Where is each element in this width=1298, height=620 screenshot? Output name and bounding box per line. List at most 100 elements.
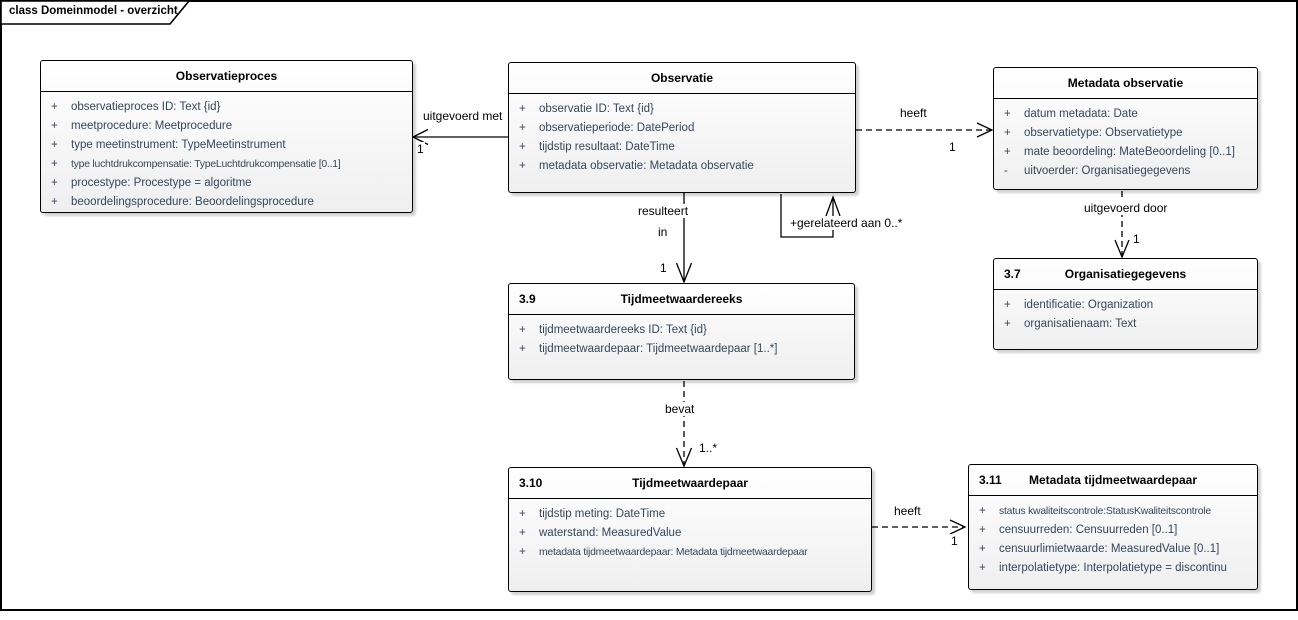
- attribute-text: procestype: Procestype = algoritme: [71, 177, 252, 189]
- attribute: + observatie ID: Text {id}: [509, 100, 855, 119]
- visibility-symbol: +: [519, 508, 526, 520]
- class-name: Tijdmeetwaardepaar: [632, 476, 748, 490]
- visibility-symbol: +: [51, 120, 58, 132]
- attribute: +organisatienaam: Text: [994, 315, 1257, 334]
- visibility-symbol: +: [979, 505, 986, 517]
- open-arrowhead-icon: [675, 262, 693, 284]
- class-metadata-observatie[interactable]: Metadata observatie + datum metadata: Dat…: [993, 67, 1258, 190]
- multiplicity-label: 1: [948, 140, 957, 154]
- connector-heeft-observatie[interactable]: [856, 122, 994, 138]
- attribute-text: datum metadata: Date: [1024, 108, 1138, 120]
- class-header: Observatie: [509, 63, 855, 94]
- attribute-text: identificatie: Organization: [1024, 299, 1154, 311]
- class-name: Organisatiegegevens: [1064, 267, 1187, 281]
- attribute: - uitvoerder: Organisatiegegevens: [994, 162, 1257, 181]
- attribute-text: observatieperiode: DatePeriod: [539, 122, 695, 134]
- attribute: + meetprocedure: Meetprocedure: [41, 117, 412, 136]
- connector-label-resulteert: resulteert: [636, 204, 691, 218]
- attribute: +censuurlimietwaarde: MeasuredValue [0..…: [969, 540, 1257, 559]
- class-name: Metadata observatie: [1067, 76, 1184, 90]
- attribute: +tijdstip meting: DateTime: [509, 505, 871, 524]
- class-attribute-list: +tijdstip meting: DateTime+waterstand: M…: [509, 499, 871, 562]
- open-arrowhead-icon: [675, 447, 693, 468]
- visibility-symbol: +: [1004, 146, 1011, 158]
- attribute: +tijdstip resultaat: DateTime: [509, 138, 855, 157]
- multiplicity-label: 1: [659, 261, 668, 275]
- visibility-symbol: +: [519, 122, 526, 134]
- visibility-symbol: +: [51, 177, 58, 189]
- visibility-symbol: +: [1004, 108, 1011, 120]
- connector-label-gerelateerd-aan: +gerelateerd aan 0..*: [788, 216, 905, 230]
- class-number: 3.7: [1004, 267, 1021, 281]
- attribute-text: tijdmeetwaardepaar: Tijdmeetwaardepaar […: [539, 343, 778, 355]
- class-name: Observatieproces: [175, 69, 278, 83]
- attribute-text: metadata observatie: Metadata observatie: [539, 160, 754, 172]
- attribute: + mate beoordeling: MateBeoordeling [0..1…: [994, 143, 1257, 162]
- attribute: + observatieperiode: DatePeriod: [509, 119, 855, 138]
- attribute: + interpolatietype: Interpolatietype = di…: [969, 559, 1257, 578]
- class-tijdmeetwaardepaar[interactable]: 3.10 Tijdmeetwaardepaar +tijdstip meting…: [508, 467, 872, 592]
- attribute: + tijdmeetwaardereeks ID: Text {id}: [509, 321, 854, 340]
- visibility-symbol: -: [1004, 165, 1008, 177]
- class-attribute-list: + tijdmeetwaardereeks ID: Text {id}+ tijdm…: [509, 315, 854, 359]
- connector-heeft-tijdmeetwaardepaar[interactable]: [872, 519, 967, 535]
- class-number: 3.11: [979, 473, 1002, 487]
- class-number: 3.10: [519, 476, 543, 490]
- open-arrowhead-icon: [825, 195, 841, 217]
- visibility-symbol: +: [519, 160, 526, 172]
- attribute-text: tijdmeetwaardereeks ID: Text {id}: [539, 324, 707, 336]
- attribute-text: interpolatietype: Interpolatietype = dis…: [999, 562, 1227, 574]
- open-arrowhead-icon: [949, 519, 967, 535]
- visibility-symbol: +: [979, 543, 986, 555]
- attribute-text: meetprocedure: Meetprocedure: [71, 120, 233, 132]
- visibility-symbol: +: [51, 158, 58, 170]
- connector-label-uitgevoerd-door: uitgevoerd door: [1082, 201, 1170, 215]
- class-organisatiegegevens[interactable]: 3.7 Organisatiegegevens + identificatie: …: [993, 258, 1258, 350]
- class-attribute-list: +observatieproces ID: Text {id}+meetproc…: [41, 92, 412, 212]
- attribute: + type luchtdrukcompensatie: TypeLuchtdru…: [41, 155, 412, 174]
- class-tijdmeetwaardereeks[interactable]: 3.9 Tijdmeetwaardereeks +tijdmeetwaarder…: [508, 283, 855, 380]
- attribute: +observatieproces ID: Text {id}: [41, 98, 412, 117]
- visibility-symbol: +: [519, 546, 526, 558]
- class-observatie[interactable]: Observatie + observatie ID: Text {id} + obs…: [508, 62, 856, 193]
- connector-label-in: in: [656, 225, 670, 239]
- visibility-symbol: +: [519, 103, 526, 115]
- attribute: + metadata observatie: Metadata observati…: [509, 157, 855, 176]
- attribute-text: type luchtdrukcompensatie: TypeLuchtdruk…: [71, 159, 341, 170]
- connector-label-uitgevoerd-met: uitgevoerd met: [421, 109, 505, 123]
- visibility-symbol: +: [979, 562, 986, 574]
- attribute-text: waterstand: MeasuredValue: [539, 527, 682, 539]
- connector-bevat[interactable]: [675, 381, 693, 468]
- connector-label-heeft: heeft: [898, 106, 929, 120]
- visibility-symbol: +: [1004, 299, 1011, 311]
- attribute-text: observatie ID: Text {id}: [539, 103, 654, 115]
- attribute: + metadata tijdmeetwaardepaar: Metadata t…: [509, 543, 871, 562]
- attribute-text: mate beoordeling: MateBeoordeling [0..1]: [1024, 146, 1235, 158]
- connector-uitgevoerd-met[interactable]: [411, 128, 508, 146]
- visibility-symbol: +: [519, 527, 526, 539]
- visibility-symbol: +: [1004, 127, 1011, 139]
- class-attribute-list: + datum metadata: Date +observatietype: Ob…: [994, 99, 1257, 181]
- diagram-title: class Domeinmodel - overzicht: [9, 5, 178, 17]
- class-attribute-list: + observatie ID: Text {id} + observatieperi…: [509, 94, 855, 176]
- attribute: +observatietype: Observatietype: [994, 124, 1257, 143]
- class-header: 3.11 Metadata tijdmeetwaardepaar: [969, 465, 1257, 496]
- attribute-text: uitvoerder: Organisatiegegevens: [1024, 165, 1191, 177]
- attribute: + procestype: Procestype = algoritme: [41, 174, 412, 193]
- multiplicity-label: 1: [1132, 232, 1141, 246]
- class-header: 3.10 Tijdmeetwaardepaar: [509, 468, 871, 499]
- class-attribute-list: +status kwaliteitscontrole:StatusKwalite…: [969, 496, 1257, 578]
- open-arrowhead-icon: [976, 122, 994, 138]
- class-metadata-tijdmeetwaardepaar[interactable]: 3.11 Metadata tijdmeetwaardepaar +status…: [968, 464, 1258, 590]
- class-attribute-list: + identificatie: Organization +organisatie…: [994, 290, 1257, 334]
- class-observatieproces[interactable]: Observatieproces +observatieproces ID: T…: [40, 60, 413, 213]
- class-name: Observatie: [650, 71, 714, 85]
- attribute-text: metadata tijdmeetwaardepaar: Metadata ti…: [539, 547, 808, 558]
- visibility-symbol: +: [51, 196, 58, 208]
- visibility-symbol: +: [51, 101, 58, 113]
- class-header: Metadata observatie: [994, 68, 1257, 99]
- connector-label-bevat: bevat: [663, 402, 697, 416]
- visibility-symbol: +: [519, 324, 526, 336]
- attribute: +censuurreden: Censuurreden [0..1]: [969, 521, 1257, 540]
